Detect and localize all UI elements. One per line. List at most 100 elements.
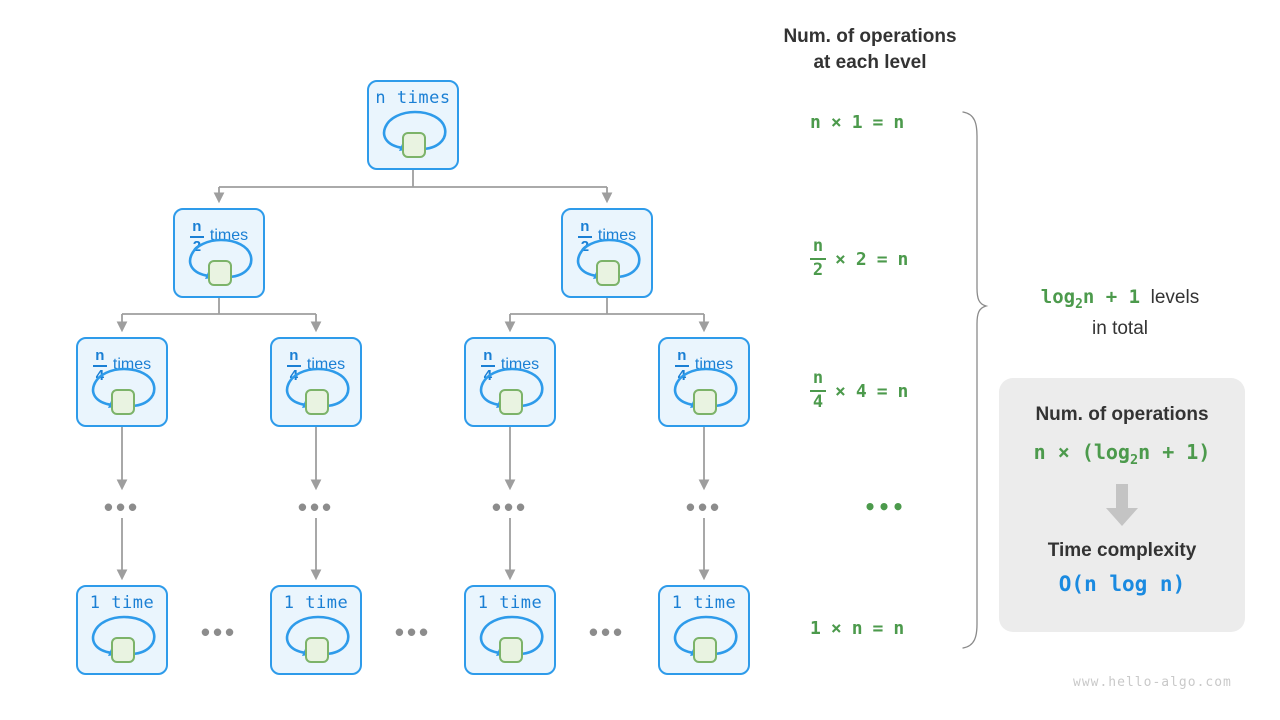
operations-row-5: 1 × n = n (810, 618, 960, 639)
operations-token: = (872, 618, 885, 639)
fraction-bar (577, 235, 592, 238)
node-loop (660, 609, 748, 667)
operations-token: 4 (855, 380, 868, 402)
tree-node-label: 1 time (78, 595, 166, 612)
levels-brace (962, 111, 989, 649)
fraction-bar (92, 364, 107, 367)
node-loop (78, 609, 166, 667)
fraction-bar (189, 235, 204, 238)
tree-node-label: 1 time (660, 595, 748, 612)
node-loop (272, 609, 360, 667)
self-loop-icon (576, 238, 641, 286)
operations-ellipsis: ••• (863, 495, 907, 519)
tree-node-l4-4: 1 time (658, 585, 750, 675)
node-loop (466, 609, 554, 667)
self-loop-icon (91, 615, 156, 663)
self-loop-icon (673, 615, 738, 663)
fraction-numerator: n (812, 236, 824, 256)
operations-expression: 1 × n = n (810, 618, 960, 639)
fraction-bar (674, 364, 689, 367)
fraction-bar (286, 364, 301, 367)
node-count-text: n times (375, 88, 451, 108)
tree-ellipsis-horizontal-3: ••• (588, 617, 626, 647)
operations-header-line2: at each level (813, 51, 927, 73)
operations-token: = (876, 248, 889, 270)
operations-token: × (835, 380, 847, 402)
fraction-numerator: n (580, 218, 590, 235)
operations-token: n (897, 380, 910, 402)
tree-ellipsis-vertical-1: ••• (103, 492, 141, 522)
levels-note-line2: in total (1092, 317, 1148, 339)
fraction-bar (810, 257, 826, 261)
operations-token: × (830, 112, 843, 133)
tree-ellipsis-vertical-2: ••• (297, 492, 335, 522)
self-loop-icon (382, 110, 447, 158)
levels-note-suffix: levels (1150, 287, 1200, 308)
self-loop-icon (285, 367, 350, 415)
tree-ellipsis-vertical-4: ••• (685, 492, 723, 522)
operations-token: × (835, 248, 847, 270)
operations-token: 2 (855, 248, 868, 270)
operations-token: 1 (810, 618, 822, 639)
fraction-bar (480, 364, 495, 367)
tree-node-label: 1 time (272, 595, 360, 612)
self-loop-icon (479, 615, 544, 663)
operations-header: Num. of operations at each level (760, 24, 980, 75)
node-loop (563, 232, 651, 290)
operations-token: = (872, 112, 885, 133)
fraction-numerator: n (192, 218, 202, 235)
summary-card-subtitle: Time complexity (1047, 540, 1197, 561)
tree-node-l4-3: 1 time (464, 585, 556, 675)
down-arrow-icon (999, 482, 1245, 528)
fraction-numerator: n (95, 347, 105, 364)
tree-node-l4-2: 1 time (270, 585, 362, 675)
fraction-bar (810, 389, 826, 393)
fraction-denominator: 4 (812, 392, 824, 413)
self-loop-icon (91, 367, 156, 415)
node-loop (78, 361, 166, 419)
node-count-text: 1 time (283, 593, 349, 613)
operations-row-1: n × 1 = n (810, 112, 960, 133)
operations-token: n (897, 248, 910, 270)
levels-formula: log2n + 1 (1040, 286, 1141, 312)
tree-node-l4-1: 1 time (76, 585, 168, 675)
fraction-numerator: n (677, 347, 687, 364)
node-loop (466, 361, 554, 419)
fraction-numerator: n (483, 347, 493, 364)
fraction-numerator: n (812, 368, 824, 388)
node-count-text: 1 time (89, 593, 155, 613)
operations-token: × (830, 618, 843, 639)
self-loop-icon (285, 615, 350, 663)
operations-row-3: n 4 × 4 = n (810, 368, 960, 413)
operations-token: n (893, 618, 906, 639)
node-loop (660, 361, 748, 419)
summary-card: Num. of operations n × (log2n + 1) Time … (999, 378, 1245, 632)
summary-card-complexity: O(n log n) (1058, 572, 1186, 596)
node-count-text: 1 time (671, 593, 737, 613)
operations-header-line1: Num. of operations (783, 26, 957, 47)
tree-node-label: 1 time (466, 595, 554, 612)
node-loop (369, 104, 457, 162)
operations-token: = (876, 380, 889, 402)
operations-token: n (851, 618, 864, 639)
watermark: www.hello-algo.com (1073, 675, 1232, 690)
node-loop (175, 232, 263, 290)
operations-token: n (893, 112, 906, 133)
operations-token: 1 (851, 112, 864, 133)
operations-row-4: ••• (810, 495, 960, 519)
summary-card-title: Num. of operations (1035, 404, 1209, 425)
levels-note-line1: log2n + 1 levels (1000, 284, 1240, 315)
operations-token: n (810, 112, 822, 133)
node-loop (272, 361, 360, 419)
self-loop-icon (479, 367, 544, 415)
tree-ellipsis-vertical-3: ••• (491, 492, 529, 522)
